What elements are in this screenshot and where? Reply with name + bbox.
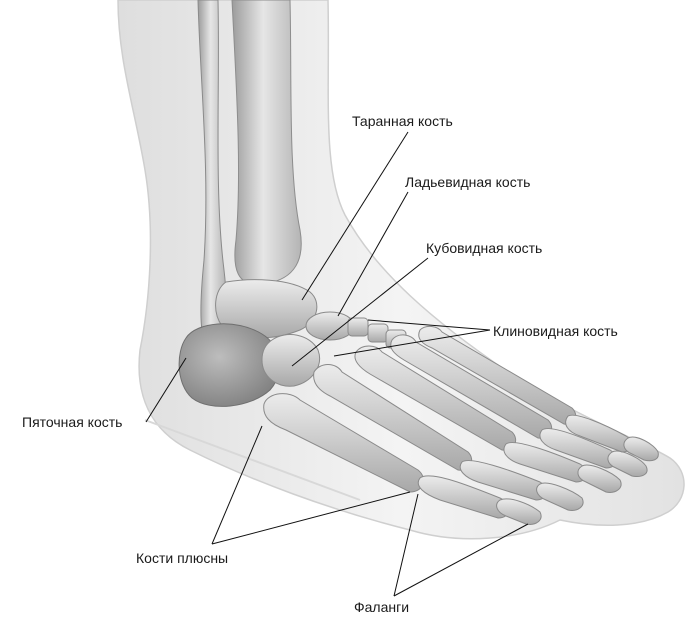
cuboid-bone <box>261 334 320 387</box>
leader-cuneiform-2 <box>333 329 491 357</box>
labels: Таранная кость Ладьевидная кость Кубовид… <box>22 113 618 615</box>
label-navicular: Ладьевидная кость <box>405 174 530 190</box>
leader-talus <box>301 131 409 301</box>
leader-navicular <box>337 191 409 317</box>
leader-cuneiform-1 <box>367 319 491 331</box>
leader-lines <box>145 131 529 597</box>
leader-metatarsal-1 <box>211 425 263 545</box>
label-talus: Таранная кость <box>352 113 453 129</box>
phalanx-bones <box>417 414 659 525</box>
tibia-bone <box>231 0 302 285</box>
talus-bone <box>215 279 318 339</box>
label-cuboid: Кубовидная кость <box>426 240 542 256</box>
leader-phalanx-2 <box>393 523 529 597</box>
leader-calcaneus <box>145 357 187 423</box>
label-calcaneus: Пяточная кость <box>22 414 122 430</box>
label-phalanges: Фаланги <box>354 599 409 615</box>
leader-phalanx-1 <box>393 493 419 597</box>
leader-metatarsal-2 <box>211 491 411 545</box>
metatarsal-bones <box>263 325 577 493</box>
calcaneus-bone <box>178 323 281 407</box>
leader-cuboid <box>291 257 429 367</box>
label-cuneiform: Клиновидная кость <box>493 323 618 339</box>
label-metatarsals: Кости плюсны <box>136 550 228 566</box>
